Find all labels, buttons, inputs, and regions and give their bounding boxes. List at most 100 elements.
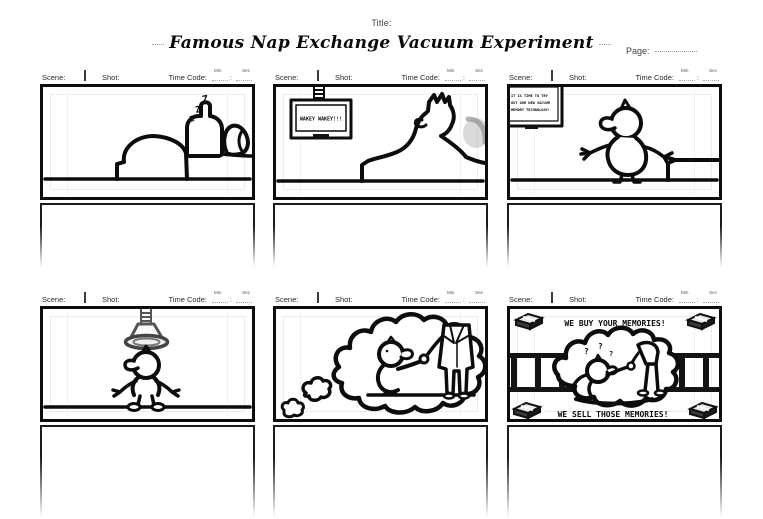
- panel-frame: WAKEY WAKEY!!!: [273, 84, 488, 200]
- snore-z: Z: [201, 94, 209, 106]
- shot-label: Shot:: [102, 73, 120, 82]
- time-code-label: Time Code:: [635, 295, 675, 304]
- storyboard-panel-2: Scene: Shot: Time Code: Min Sec :: [273, 68, 488, 267]
- time-code-colon: :: [230, 297, 232, 304]
- time-code-fields: Min Sec :: [211, 68, 253, 83]
- time-code-colon: :: [463, 75, 465, 82]
- min-label: Min: [214, 68, 222, 73]
- time-code-colon: :: [697, 75, 699, 82]
- ad-banner-top: WE BUY YOUR MEMORIES!: [564, 319, 665, 328]
- tv-screen-text: WAKEY WAKEY!!!: [300, 117, 342, 123]
- storyboard-title: Famous Nap Exchange Vacuum Experiment: [0, 33, 763, 53]
- sec-label: Sec: [475, 290, 483, 295]
- confusion-mark: ?: [598, 342, 603, 351]
- sec-label: Sec: [709, 68, 717, 73]
- page-dotted-line: [654, 50, 697, 52]
- page-label: Page:: [626, 46, 650, 56]
- cash-stack-icon: [511, 401, 543, 419]
- panel-header: Scene: Shot: Time Code: Min Sec :: [40, 68, 255, 84]
- page-field: Page:: [626, 46, 697, 56]
- ceiling-pole: [313, 87, 325, 101]
- min-label: Min: [447, 290, 455, 295]
- sec-entry-line: [703, 301, 719, 303]
- suit-figure: [437, 323, 475, 396]
- scene-label: Scene:: [42, 295, 66, 304]
- panel-header: Scene: Shot: Time Code: Min Sec :: [507, 68, 722, 84]
- storyboard-title-text: Famous Nap Exchange Vacuum Experiment: [169, 33, 594, 53]
- cash-stack-icon: [513, 312, 545, 331]
- scene-label: Scene:: [275, 73, 299, 82]
- time-code-colon: :: [230, 75, 232, 82]
- shot-label: Shot:: [569, 295, 587, 304]
- time-code-fields: Min Sec :: [678, 290, 720, 305]
- notes-area: [507, 203, 722, 267]
- sketch-duck-jumping: IT IS TIME TO TRY OUT OUR NEW VACUUM MEM…: [510, 87, 719, 184]
- time-code-label: Time Code:: [168, 295, 208, 304]
- thought-bubble-trail: [280, 397, 305, 419]
- sketch-memories-ad: ? ? ?: [510, 312, 719, 419]
- min-entry-line: [679, 79, 695, 81]
- time-code-fields: Min Sec :: [444, 68, 486, 83]
- shot-label: Shot:: [102, 295, 120, 304]
- sketch-sleeping-duck: Z Z Z: [43, 94, 252, 181]
- scene-label: Scene:: [509, 73, 533, 82]
- shot-label: Shot:: [335, 295, 353, 304]
- title-field-label: Title:: [371, 18, 392, 28]
- sketch-wakey-screen: WAKEY WAKEY!!!: [276, 87, 485, 183]
- scene-shot-divider: [84, 292, 86, 303]
- min-entry-line: [445, 301, 461, 303]
- notes-area: [40, 425, 255, 517]
- handshake: [626, 361, 636, 371]
- panel-header: Scene: Shot: Time Code: Min Sec :: [273, 290, 488, 306]
- storyboard-panel-4: Scene: Shot: Time Code: Min Sec :: [40, 290, 255, 517]
- time-code-fields: Min Sec :: [678, 68, 720, 83]
- suit-figure: [636, 340, 660, 366]
- time-code-colon: :: [697, 297, 699, 304]
- cash-stack-icon: [685, 312, 717, 331]
- sec-label: Sec: [242, 68, 250, 73]
- sec-entry-line: [236, 79, 252, 81]
- panel-frame: Z Z Z: [40, 84, 255, 200]
- min-label: Min: [681, 290, 689, 295]
- min-label: Min: [447, 68, 455, 73]
- min-entry-line: [445, 79, 461, 81]
- time-code-label: Time Code:: [635, 73, 675, 82]
- notes-area: [507, 425, 722, 517]
- sec-entry-line: [703, 79, 719, 81]
- thought-bubble-trail: [301, 376, 333, 402]
- tv-screen-line: IT IS TIME TO TRY: [511, 94, 549, 98]
- scene-shot-divider: [317, 70, 319, 81]
- shot-label: Shot:: [569, 73, 587, 82]
- title-dotted-line: [598, 43, 611, 45]
- storyboard-panel-1: Scene: Shot: Time Code: Min Sec :: [40, 68, 255, 267]
- panel-frame: IT IS TIME TO TRY OUT OUR NEW VACUUM MEM…: [507, 84, 722, 200]
- panel-header: Scene: Shot: Time Code: Min Sec :: [273, 68, 488, 84]
- snore-z: Z: [189, 114, 196, 124]
- panel-header: Scene: Shot: Time Code: Min Sec :: [507, 290, 722, 306]
- panel-frame: [40, 306, 255, 422]
- scene-shot-divider: [317, 292, 319, 303]
- storyboard-panel-3: Scene: Shot: Time Code: Min Sec : IT IS …: [507, 68, 722, 267]
- min-entry-line: [212, 79, 228, 81]
- scene-shot-divider: [551, 70, 553, 81]
- storyboard-panel-6: Scene: Shot: Time Code: Min Sec :: [507, 290, 722, 517]
- min-entry-line: [679, 301, 695, 303]
- min-entry-line: [212, 301, 228, 303]
- cash-stack-icon: [687, 401, 719, 419]
- notes-area: [40, 203, 255, 267]
- notes-area: [273, 203, 488, 267]
- shot-label: Shot:: [335, 73, 353, 82]
- ad-banner-bottom: WE SELL THOSE MEMORIES!: [558, 410, 669, 419]
- panel-frame: ? ? ?: [507, 306, 722, 422]
- time-code-label: Time Code:: [401, 295, 441, 304]
- time-code-fields: Min Sec :: [211, 290, 253, 305]
- sketch-vacuum-funnel: [43, 309, 252, 412]
- title-dotted-line: [152, 43, 165, 45]
- sec-label: Sec: [709, 290, 717, 295]
- sketch-thought-handshake: [280, 312, 485, 419]
- scene-shot-divider: [84, 70, 86, 81]
- vacuum-hose: [140, 309, 152, 324]
- sec-entry-line: [469, 79, 485, 81]
- time-code-colon: :: [463, 297, 465, 304]
